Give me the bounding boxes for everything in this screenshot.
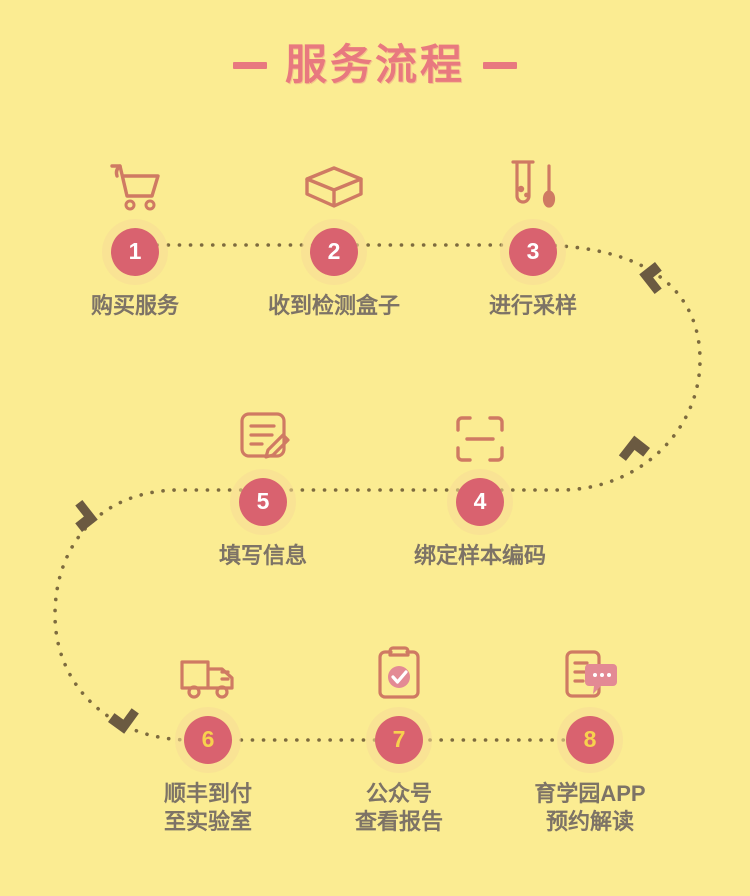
step-circle-3[interactable]: 3 [458,224,608,280]
step-label-7: 公众号 查看报告 [354,781,443,835]
flow-step-2[interactable]: 2 收到检测盒子 [259,148,409,320]
arrow-marker-3 [75,499,98,532]
clipboard-check-icon [324,636,474,702]
step-circle-8[interactable]: 8 [515,712,665,768]
test-tube-swab-icon [458,148,608,214]
step-label-8: 育学园APP 预约解读 [534,781,646,835]
step-number: 8 [583,725,597,752]
flow-step-4[interactable]: 4 绑定样本编码 [405,398,555,570]
step-label-5: 填写信息 [218,543,307,568]
page-title-text: 服务流程 [284,41,465,88]
scan-frame-icon [405,398,555,464]
step-number: 3 [526,237,540,264]
step-number: 7 [392,725,406,752]
page-title: 服务流程 [0,44,750,86]
step-circle-1[interactable]: 1 [60,224,210,280]
step-label-6: 顺丰到付 至实验室 [163,781,252,835]
shopping-cart-icon [60,148,210,214]
document-chat-icon [515,636,665,702]
arrow-marker-1 [639,262,662,295]
step-circle-7[interactable]: 7 [324,712,474,768]
delivery-truck-icon [133,636,283,702]
flow-step-5[interactable]: 5 填写信息 [188,398,338,570]
note-pencil-icon [188,398,338,464]
package-box-icon [259,148,409,214]
flow-step-8[interactable]: 8 育学园APP 预约解读 [515,636,665,836]
step-circle-2[interactable]: 2 [259,224,409,280]
step-label-4: 绑定样本编码 [413,543,546,568]
step-circle-6[interactable]: 6 [133,712,283,768]
flow-step-3[interactable]: 3 进行采样 [458,148,608,320]
step-number: 1 [128,237,142,264]
step-number: 2 [327,237,341,264]
step-number: 4 [473,487,487,514]
step-number: 5 [256,487,270,514]
flow-step-7[interactable]: 7 公众号 查看报告 [324,636,474,836]
step-label-2: 收到检测盒子 [267,293,400,318]
title-dash-left [232,61,267,69]
step-circle-4[interactable]: 4 [405,474,555,530]
step-label-1: 购买服务 [90,293,179,318]
arrow-marker-2 [618,435,650,461]
flow-step-1[interactable]: 1 购买服务 [60,148,210,320]
step-label-3: 进行采样 [488,293,577,318]
title-dash-right [483,61,517,69]
step-circle-5[interactable]: 5 [188,474,338,530]
step-number: 6 [201,725,215,752]
flow-step-6[interactable]: 6 顺丰到付 至实验室 [133,636,283,836]
